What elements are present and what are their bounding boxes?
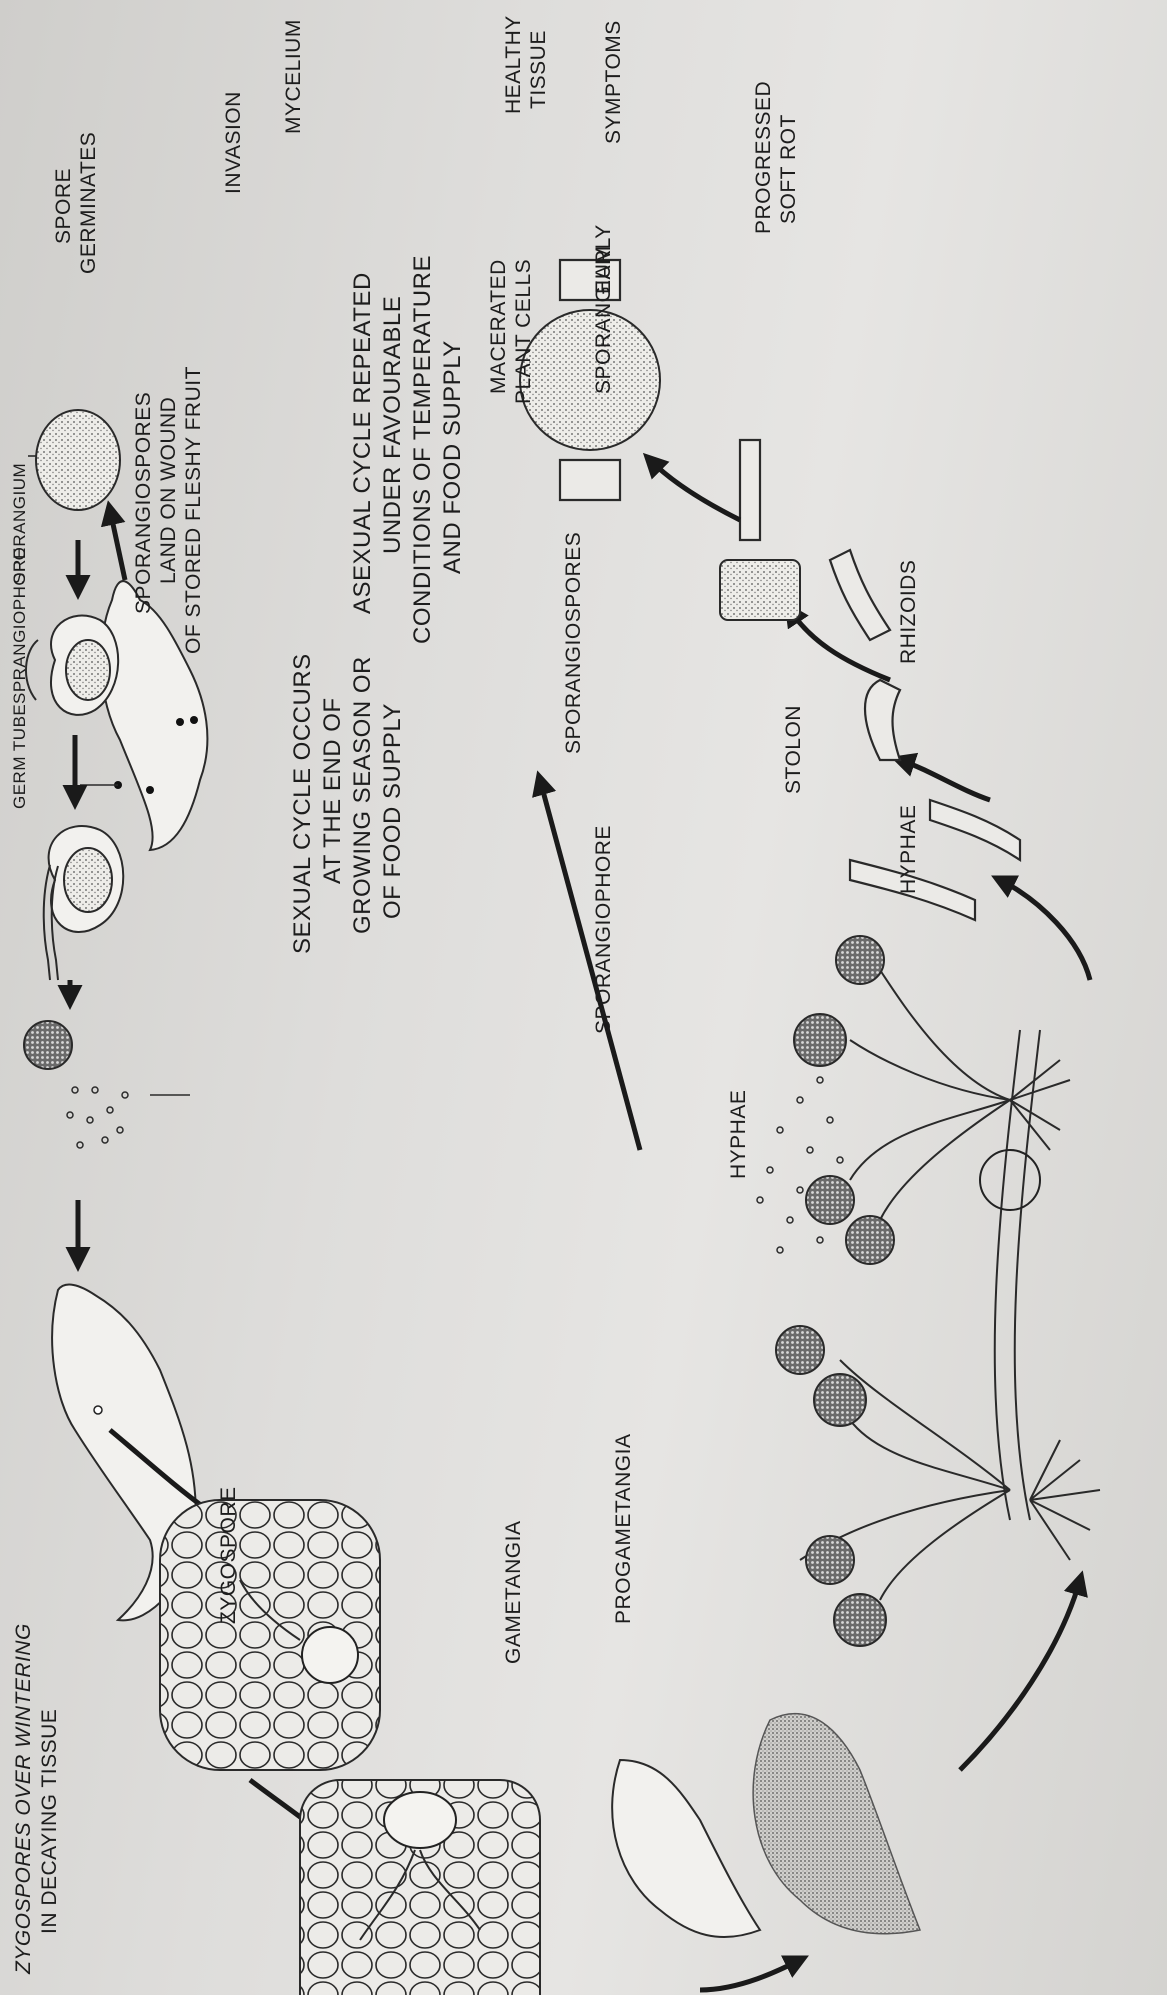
hyphae-detail-circle (980, 1150, 1040, 1210)
arrow-to-sexual-hyphae (1000, 880, 1090, 980)
label-soft-rot: SOFT ROT (777, 114, 800, 224)
label-rhizoids: RHIZOIDS (897, 560, 920, 664)
label-invasion: INVASION (222, 91, 245, 194)
mycelium-invasion (300, 1780, 540, 1995)
label-hyphae-left: HYPHAE (727, 1090, 750, 1179)
label-sexual-1: SEXUAL CYCLE OCCURS (289, 653, 316, 954)
hyphae-pair (850, 800, 1020, 920)
label-land-on-wound-1: SPORANGIOSPORES (132, 392, 155, 614)
label-sporangiospores: SPORANGIOSPORES (562, 532, 585, 754)
label-stolon: STOLON (782, 705, 805, 794)
label-sexual-2: AT THE END OF (319, 697, 346, 884)
label-symptoms: SYMPTOMS (602, 20, 625, 144)
sporangium-4 (834, 1594, 886, 1646)
label-sporangiophore: SPORANGIOPHORE (592, 825, 615, 1034)
label-asexual-3: CONDITIONS OF TEMPERATURE (409, 255, 436, 644)
label-progressed: PROGRESSED (752, 81, 775, 234)
sporangium-8 (846, 1216, 894, 1264)
label-asexual-2: UNDER FAVOURABLE (379, 296, 406, 554)
label-zygospores-wintering-1: ZYGOSPORES OVER WINTERING (12, 1623, 35, 1975)
label-zygospores-wintering-2: IN DECAYING TISSUE (38, 1709, 61, 1934)
label-zygospore: ZYGOSPORE (217, 1486, 240, 1624)
sporangiophores-right (776, 1326, 1010, 1646)
zygospore-dormant (36, 410, 120, 510)
zygospore-with-sporangiophore (44, 826, 124, 980)
arrow-rot-to-mycelium (960, 1580, 1080, 1770)
rhizoid-cluster-left (1010, 1060, 1070, 1150)
arrow-symptoms-to-rot (700, 1960, 800, 1990)
label-plant-cells: PLANT CELLS (512, 259, 535, 404)
progressed-soft-rot-fruit (753, 1714, 920, 1934)
rotated-labels: ZYGOSPORES OVER WINTERING IN DECAYING TI… (10, 15, 920, 1975)
label-land-on-wound-3: OF STORED FLESHY FRUIT (182, 366, 205, 654)
spore-germinates-tissue (160, 1500, 380, 1770)
label-asexual-1: ASEXUAL CYCLE REPEATED (349, 272, 376, 614)
label-tissue: TISSUE (527, 30, 550, 109)
germinating-zygospore (26, 616, 118, 715)
sporangium-6 (806, 1176, 854, 1224)
sporangiophores-left (794, 936, 1010, 1264)
rhizoid-cluster-right (1030, 1440, 1100, 1560)
label-hyphae-bottom: HYPHAE (897, 805, 920, 894)
early-symptom-fruit (612, 1760, 760, 1937)
sporangium-1 (814, 1374, 866, 1426)
label-sexual-3: GROWING SEASON OR (349, 656, 376, 934)
label-sexual-4: OF FOOD SUPPLY (379, 703, 406, 919)
sporangium-5 (794, 1014, 846, 1066)
arrow-tissue-to-zygospore (110, 510, 125, 580)
label-land-on-wound-2: LAND ON WOUND (157, 397, 180, 584)
zygospore-formation (520, 260, 660, 500)
label-sporangium-top: SPORANGIUM (10, 463, 29, 584)
label-sporangium: SPORANGIUM (592, 245, 615, 394)
label-mycelium: MYCELIUM (282, 19, 305, 134)
arrow-to-progametangia (900, 760, 990, 800)
label-gametangia: GAMETANGIA (502, 1521, 525, 1664)
sporangium-releasing (24, 1021, 128, 1148)
label-spore: SPORE (52, 168, 75, 244)
label-progametangia: PROGAMETANGIA (612, 1434, 635, 1624)
arrow-to-zygospore (650, 460, 740, 520)
label-asexual-4: AND FOOD SUPPLY (439, 340, 466, 574)
arrow-asexual-return (540, 780, 640, 1150)
released-sporangiospores (757, 1077, 843, 1253)
sporangium-7 (836, 936, 884, 984)
label-germ-tube: GERM TUBE (10, 704, 29, 809)
label-macerated: MACERATED (487, 259, 510, 394)
sporangium-3 (776, 1326, 824, 1374)
sporangium-2 (806, 1536, 854, 1584)
label-healthy: HEALTHY (502, 15, 525, 114)
gametangia-structure (720, 440, 800, 620)
label-germinates: GERMINATES (77, 132, 100, 274)
